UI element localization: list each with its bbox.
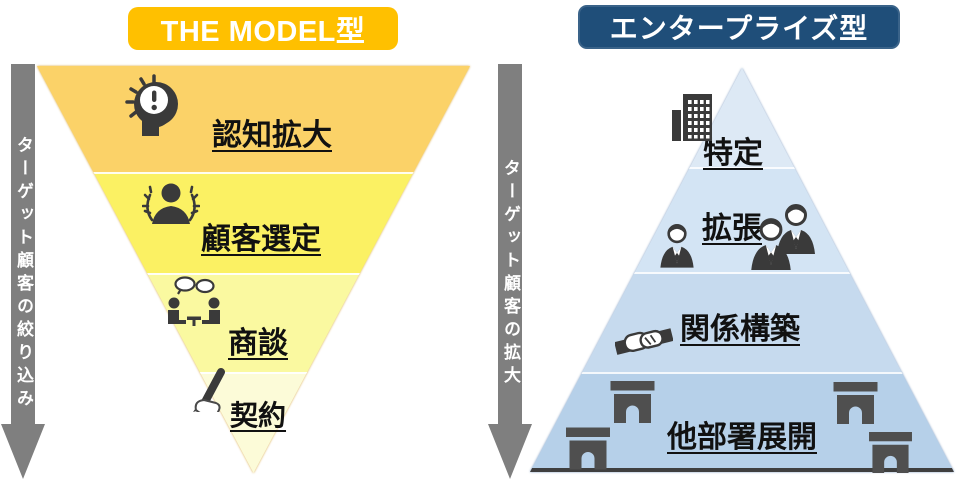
businessman-icon [656,222,698,268]
arrow-head-icon [488,424,532,479]
meeting-icon [168,276,220,326]
narrowing-arrow-label: ターゲット顧客の絞り込み [14,136,33,412]
signing-pen-icon [193,368,225,412]
stage-label-identify: 特定 [703,137,763,170]
award-person-icon [142,183,200,224]
arch-gate-icon [868,432,913,473]
arrow-shaft [498,64,522,425]
arrow-head-icon [1,424,45,479]
stage-label-expand: 拡張 [702,212,762,245]
stage-label-contract: 契約 [230,400,287,431]
enterprise-title: エンタープライズ型 [578,5,900,49]
the-model-funnel [37,66,470,473]
the-model-title: THE MODEL型 [128,7,398,50]
narrowing-arrow: ターゲット顧客の絞り込み [1,64,45,479]
funnel-stage-awareness [37,66,470,172]
enterprise-pyramid [530,68,954,472]
stage-label-negotiation: 商談 [228,327,288,360]
idea-head-icon [125,74,178,136]
businessmen-pair-icon [749,203,817,270]
stage-label-relations: 関係構築 [680,313,800,346]
expanding-arrow: ターゲット顧客の拡大 [488,64,532,479]
arch-gate-icon [610,381,655,423]
arch-gate-icon [833,382,878,424]
stage-label-departments: 他部署展開 [667,421,817,454]
stage-label-selection: 顧客選定 [201,223,321,256]
pyramid-base-line [530,468,954,472]
stage-label-awareness: 認知拡大 [212,119,332,152]
handshake-icon [615,328,673,355]
building-icon [672,94,712,141]
expanding-arrow-label: ターゲット顧客の拡大 [501,159,520,389]
arrow-shaft [11,64,35,425]
arch-gate-icon [566,427,610,470]
